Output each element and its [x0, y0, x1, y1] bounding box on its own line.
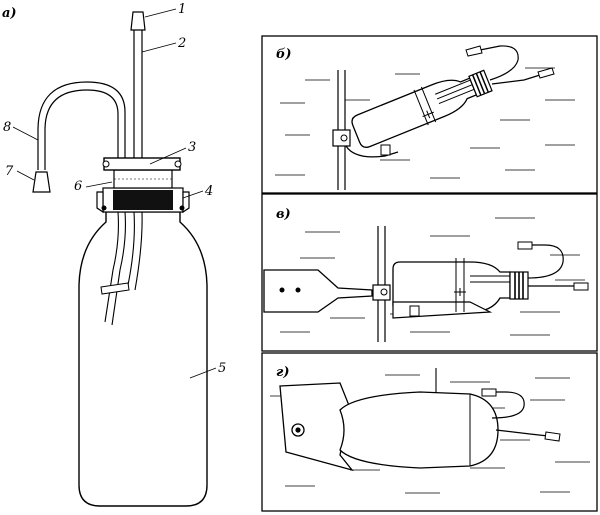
panel-g-hose-curved [491, 391, 525, 419]
panel-v-hose-curved [527, 244, 564, 279]
panel-b-hose-nozzle [465, 45, 483, 57]
clamp-screw-left [101, 205, 107, 211]
panel-b-hose-tip [537, 67, 555, 79]
inner-tube-b [104, 211, 119, 323]
panel-v-label: в) [276, 207, 291, 222]
panel-b-hose-straight [491, 74, 541, 85]
cap-screw-right [174, 160, 182, 168]
panel-b-hose-curved [479, 45, 519, 81]
leader-4 [182, 190, 204, 199]
panel-g-frame [261, 352, 598, 512]
clamp-screw-right [179, 205, 185, 211]
rubber-band [113, 190, 173, 210]
callout-5: 5 [218, 361, 226, 376]
panel-b-water-lines [275, 67, 575, 179]
cap-screw-left [102, 160, 110, 168]
panel-b-label: б) [276, 47, 292, 62]
panel-g-hose-nozzle [481, 388, 497, 397]
sampling-hose-outer [37, 81, 126, 170]
hose-nozzle [32, 171, 51, 193]
panel-v-frame [261, 193, 598, 352]
panel-g-torpedo-body [339, 391, 499, 469]
callout-7: 7 [5, 164, 14, 179]
panel-v-paddle [263, 269, 373, 313]
inner-tube-d [134, 211, 143, 291]
panel-g-fin-hole [295, 427, 301, 433]
leader-2 [141, 42, 177, 53]
inner-tube-c [127, 211, 135, 286]
leader-6 [85, 181, 113, 188]
panel-g-label: г) [276, 365, 289, 380]
panel-a: а) [2, 2, 226, 507]
sampling-hose-inner [44, 89, 119, 170]
panel-v-holder-foot [409, 305, 420, 317]
panel-v-stopper-band [514, 272, 524, 299]
panel-b: б) [261, 35, 598, 194]
leader-8 [12, 126, 39, 141]
inner-tube-a [111, 211, 126, 326]
panel-b-frame [261, 35, 598, 194]
panel-g-hose-straight [495, 429, 549, 437]
panel-v-paddle-hole-a [279, 287, 285, 293]
leader-5 [189, 367, 217, 379]
panel-g: г) [261, 352, 598, 512]
clamp-ear-right [182, 191, 190, 214]
panel-v-paddle-hole-b [295, 287, 301, 293]
leader-7 [16, 170, 35, 181]
panel-a-label: а) [2, 6, 17, 21]
panel-v-hose-nozzle [517, 241, 533, 250]
panel-v-strap-screw [454, 288, 466, 296]
callout-2: 2 [177, 36, 186, 51]
panel-g-hose-tip [544, 431, 561, 442]
leader-3 [149, 147, 187, 165]
panel-v-bottle-holder [392, 301, 493, 319]
panel-b-bottle [351, 69, 493, 148]
panel-b-clamp-screw [340, 134, 348, 142]
clamp-ear-left [96, 191, 104, 214]
panel-v-hose-tip [573, 282, 589, 291]
panel-b-bracket [345, 145, 399, 158]
callout-4: 4 [204, 184, 213, 199]
callout-6: 6 [74, 179, 82, 194]
callout-1: 1 [178, 2, 186, 17]
bottle-body [78, 212, 208, 507]
callout-3: 3 [188, 140, 196, 155]
panel-v-clamp-screw [380, 288, 388, 296]
panel-b-bracket-foot [380, 144, 391, 156]
panel-v: в) [261, 193, 598, 352]
leader-1 [144, 8, 177, 18]
tube-clip [100, 282, 130, 295]
air-tube-tip [130, 11, 146, 31]
panel-g-tail-fin [279, 382, 354, 472]
cap-plate [103, 157, 181, 171]
callout-8: 8 [3, 120, 11, 135]
